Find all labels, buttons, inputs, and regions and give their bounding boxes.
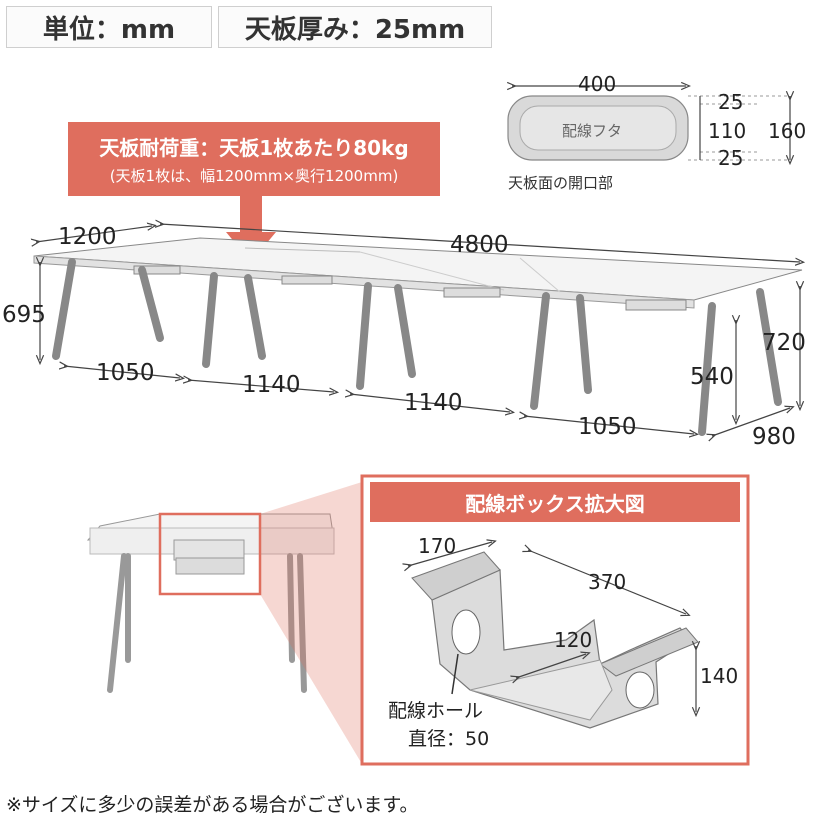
knee-height-label: 540 bbox=[690, 364, 734, 390]
load-capacity-text: 天板耐荷重：天板1枚あたり80kg bbox=[99, 136, 409, 160]
hole-label: 配線ホール bbox=[388, 700, 484, 722]
depth-label: 980 bbox=[752, 424, 796, 450]
cable-cover-label: 配線フタ bbox=[562, 122, 623, 140]
opening-d2-label: 110 bbox=[708, 119, 747, 143]
thickness-badge: 天板厚み：25mm bbox=[218, 6, 492, 48]
opening-d3-label: 160 bbox=[768, 119, 807, 143]
detail-120-label: 120 bbox=[554, 628, 593, 652]
leg-span-4-label: 1050 bbox=[578, 414, 637, 440]
total-width-label: 4800 bbox=[450, 232, 509, 258]
leg-span-1-label: 1050 bbox=[96, 360, 155, 386]
opening-d4-label: 25 bbox=[718, 146, 744, 170]
detail-170-label: 170 bbox=[418, 534, 457, 558]
cable-box-detail bbox=[360, 474, 750, 766]
unit-badge: 単位：mm bbox=[6, 6, 212, 48]
height-left-label: 695 bbox=[2, 302, 46, 328]
load-capacity-note: 天板耐荷重：天板1枚あたり80kg (天板1枚は、幅1200mm×奥行1200m… bbox=[68, 122, 440, 196]
opening-width-label: 400 bbox=[578, 72, 617, 96]
detail-title: 配線ボックス拡大図 bbox=[370, 482, 740, 522]
conference-table bbox=[34, 224, 802, 436]
opening-diagram bbox=[508, 86, 790, 160]
load-capacity-subtext: (天板1枚は、幅1200mm×奥行1200mm) bbox=[109, 167, 399, 185]
detail-140-label: 140 bbox=[700, 664, 739, 688]
size-disclaimer: ※サイズに多少の誤差がある場合がございます。 bbox=[6, 794, 419, 816]
top-width-label: 1200 bbox=[58, 224, 117, 250]
leg-span-2-label: 1140 bbox=[242, 372, 301, 398]
single-table-view bbox=[86, 482, 362, 764]
opening-d1-label: 25 bbox=[718, 90, 744, 114]
hole-diameter-label: 直径：50 bbox=[408, 728, 490, 750]
height-right-label: 720 bbox=[762, 330, 806, 356]
detail-370-label: 370 bbox=[588, 570, 627, 594]
leg-span-3-label: 1140 bbox=[404, 390, 463, 416]
opening-caption: 天板面の開口部 bbox=[508, 174, 614, 192]
